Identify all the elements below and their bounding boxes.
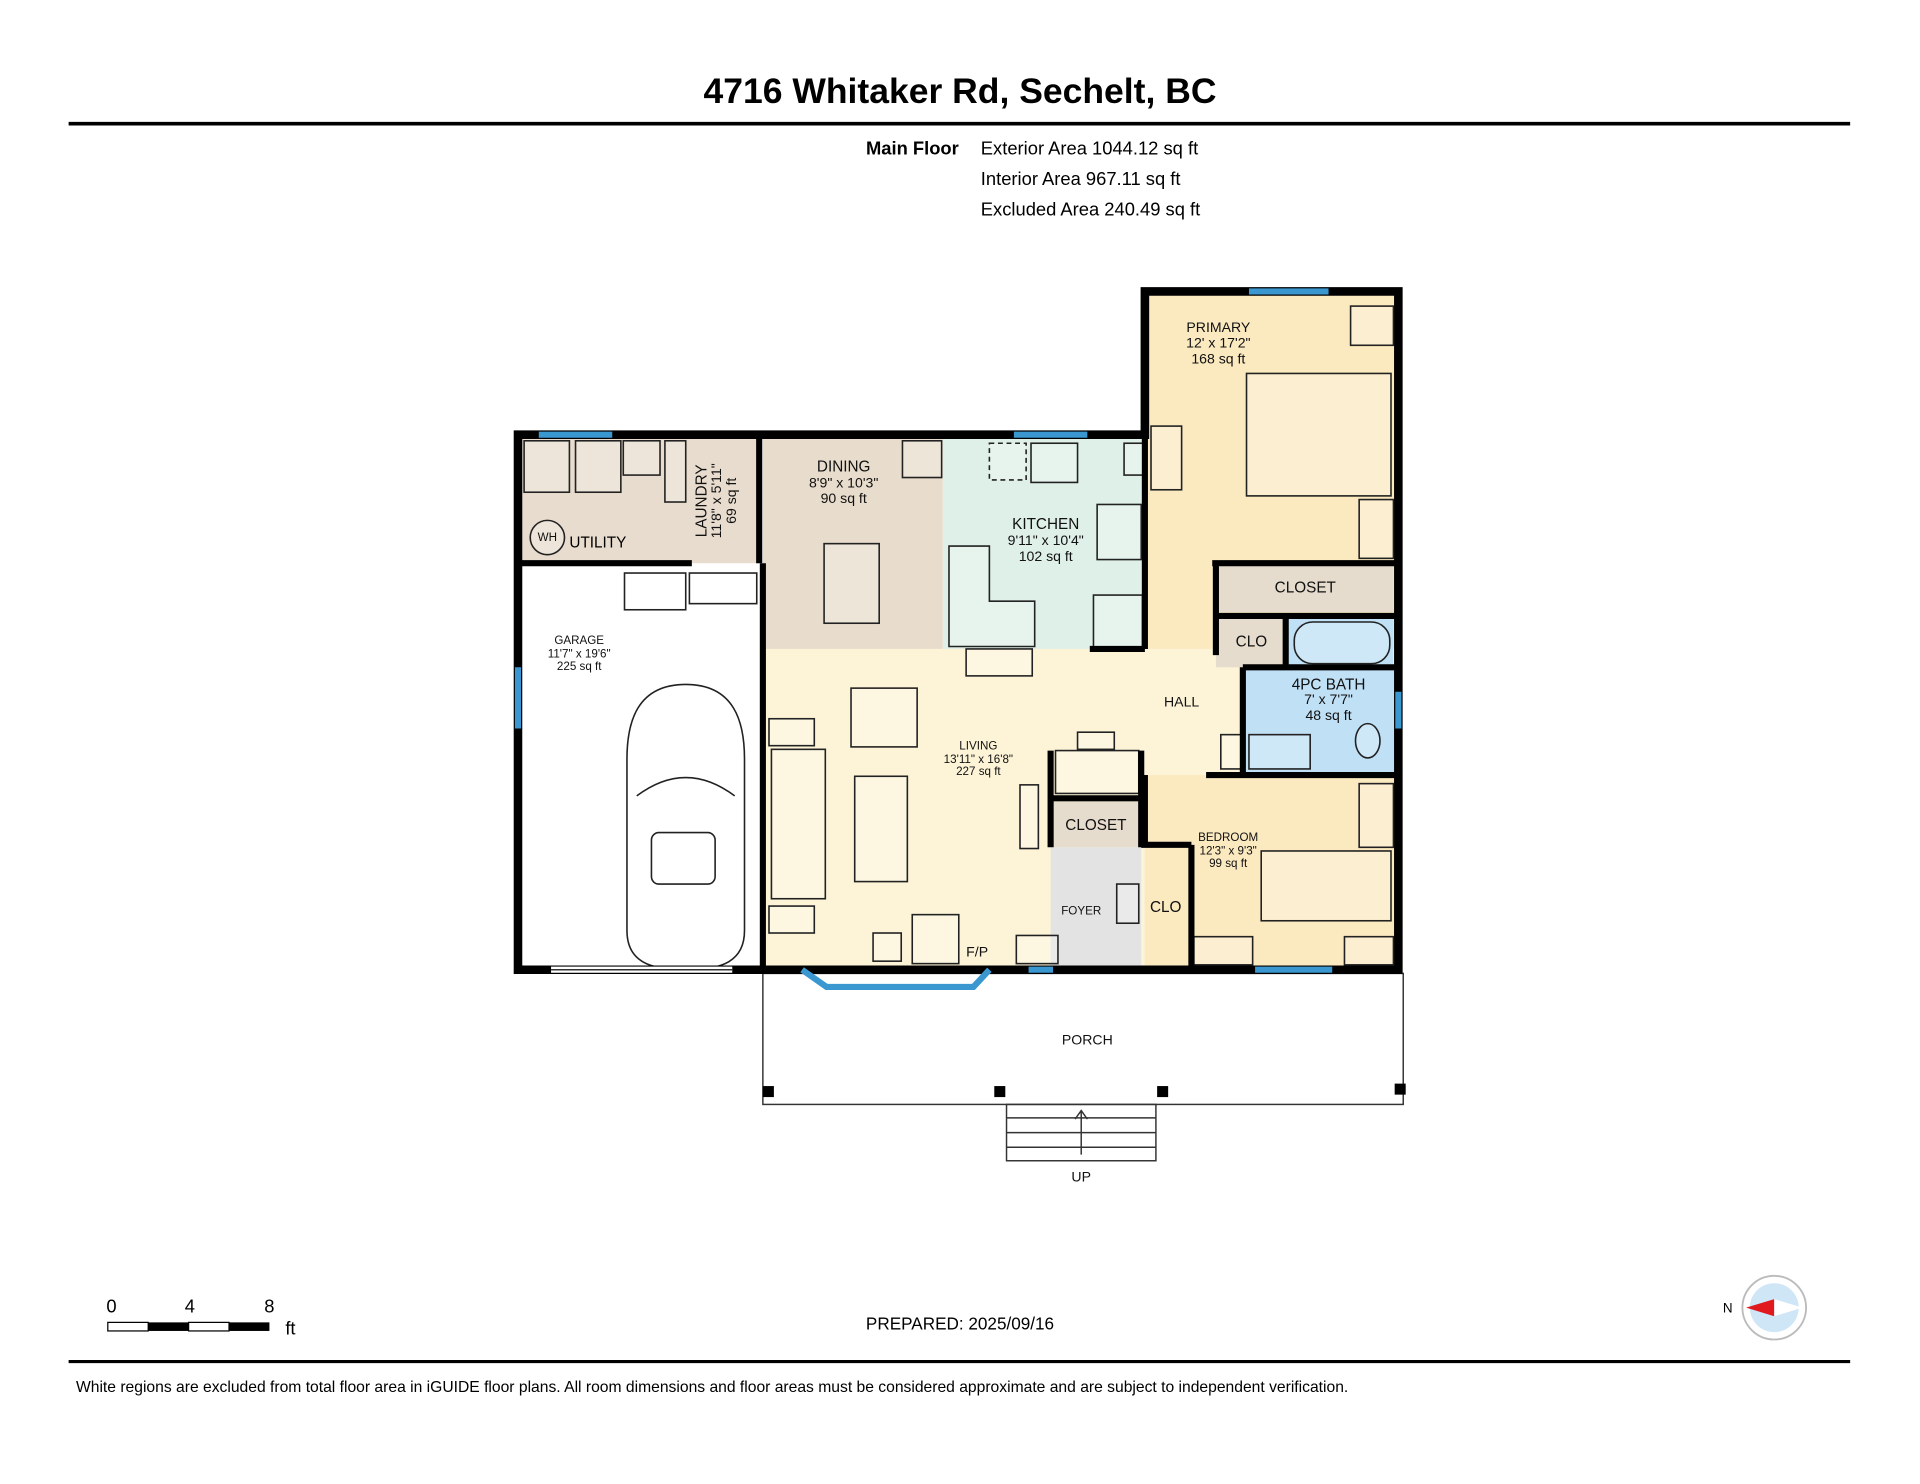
room-bath: 4PC BATH 7' x 7'7" 48 sq ft (1292, 676, 1366, 723)
car-icon (626, 683, 746, 971)
room-name: PRIMARY (1186, 319, 1250, 335)
room-dims: 11'7" x 19'6" (548, 648, 611, 661)
room-garage: GARAGE 11'7" x 19'6" 225 sq ft (548, 634, 611, 673)
exterior-area: Exterior Area 1044.12 sq ft (981, 137, 1198, 158)
clo-bedroom-label: CLO (1150, 899, 1182, 916)
utility-label: UTILITY (569, 534, 626, 551)
hall-label: HALL (1164, 693, 1199, 709)
closet-living-label: CLOSET (1065, 817, 1126, 834)
room-area: 99 sq ft (1209, 857, 1248, 870)
room-living: LIVING 13'11" x 16'8" 227 sq ft (944, 739, 1013, 778)
disclaimer: White regions are excluded from total fl… (76, 1379, 1348, 1396)
wh-label: WH (538, 531, 557, 544)
furniture (523, 305, 1395, 971)
prepared-date: PREPARED: 2025/09/16 (866, 1314, 1054, 1334)
room-name: GARAGE (554, 634, 604, 647)
floor-label: Main Floor (866, 137, 959, 158)
room-area: 90 sq ft (821, 490, 867, 506)
porch (762, 972, 1406, 1162)
room-area: 48 sq ft (1305, 707, 1351, 723)
water-heater-icon (529, 519, 566, 556)
room-name: LAUNDRY (694, 464, 711, 537)
room-name: DINING (817, 458, 871, 475)
room-fills (517, 291, 1399, 970)
room-dims: 8'9" x 10'3" (809, 474, 878, 490)
scale-tick-0: 0 (106, 1296, 116, 1317)
room-area: 102 sq ft (1019, 548, 1073, 564)
page-title: 4716 Whitaker Rd, Sechelt, BC (704, 71, 1217, 111)
interior-area: Interior Area 967.11 sq ft (981, 168, 1181, 189)
room-kitchen: KITCHEN 9'11" x 10'4" 102 sq ft (1008, 516, 1084, 564)
room-laundry: LAUNDRY 11'8" x 5'11" 69 sq ft (694, 463, 739, 538)
room-dims: 13'11" x 16'8" (944, 753, 1013, 766)
room-area: 227 sq ft (956, 765, 1001, 778)
room-primary: PRIMARY 12' x 17'2" 168 sq ft (1186, 319, 1251, 367)
porch-label: PORCH (1062, 1031, 1113, 1047)
room-name: LIVING (959, 739, 997, 752)
room-name: KITCHEN (1012, 516, 1079, 533)
room-name: BEDROOM (1198, 831, 1258, 844)
foyer-label: FOYER (1061, 905, 1101, 918)
windows (514, 288, 1402, 990)
walls (513, 287, 1403, 975)
room-name: 4PC BATH (1292, 676, 1366, 693)
fireplace-label: F/P (966, 943, 988, 959)
scale-bar: 0 4 8 ft (106, 1296, 295, 1339)
scale-unit: ft (285, 1318, 295, 1339)
room-dining: DINING 8'9" x 10'3" 90 sq ft (809, 458, 878, 506)
up-label: UP (1071, 1169, 1091, 1185)
room-area: 69 sq ft (723, 478, 739, 524)
room-area: 225 sq ft (557, 660, 602, 673)
scale-tick-8: 8 (264, 1296, 274, 1317)
compass-icon: N (1723, 1274, 1807, 1341)
room-dims: 12' x 17'2" (1186, 335, 1250, 351)
room-dims: 9'11" x 10'4" (1008, 532, 1084, 548)
room-dims: 12'3" x 9'3" (1200, 845, 1257, 858)
closet-primary-label: CLOSET (1275, 580, 1336, 597)
room-dims: 7' x 7'7" (1304, 691, 1353, 707)
room-area: 168 sq ft (1191, 351, 1245, 367)
room-dims: 11'8" x 5'11" (708, 463, 724, 538)
clo-hall-label: CLO (1236, 633, 1268, 650)
excluded-area: Excluded Area 240.49 sq ft (981, 198, 1200, 219)
compass-north-label: N (1723, 1301, 1733, 1316)
room-bedroom: BEDROOM 12'3" x 9'3" 99 sq ft (1198, 831, 1258, 870)
scale-tick-4: 4 (185, 1296, 195, 1317)
